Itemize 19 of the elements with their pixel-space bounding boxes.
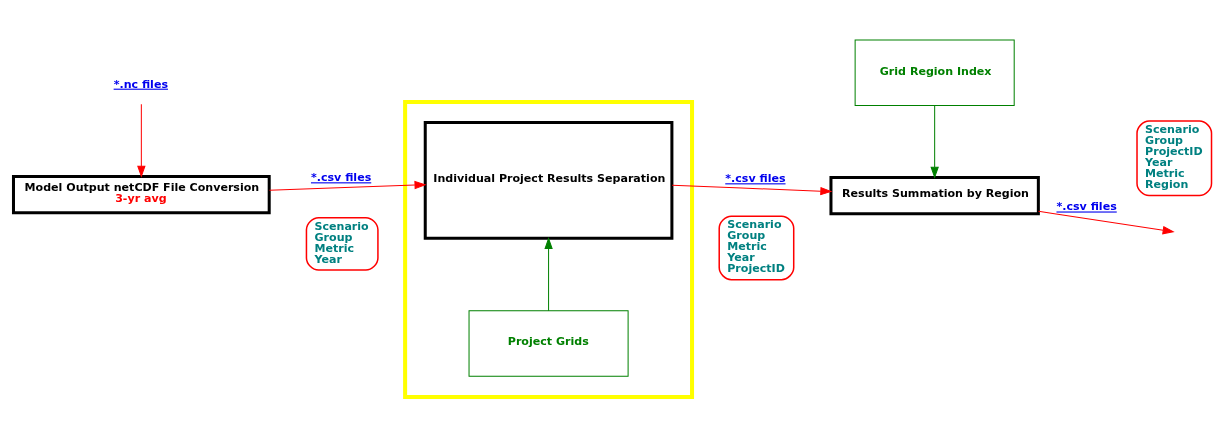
edge-label: *.csv files xyxy=(725,171,786,185)
node-box: Individual Project Results Separation xyxy=(423,120,674,240)
node-box: Scenario Group ProjectID Year Metric Region xyxy=(1136,119,1213,196)
node-text: *.nc files xyxy=(113,77,169,91)
node-box: Grid Region Index xyxy=(854,39,1015,106)
edge-label: *.csv files xyxy=(1056,199,1117,213)
arrow xyxy=(544,236,553,311)
node-box: Scenario Group Metric Year xyxy=(305,216,379,271)
node-box: Model Output netCDF File Conversion 3-yr avg xyxy=(12,174,271,214)
arrow xyxy=(1038,210,1175,234)
node-box: Scenario Group Metric Year ProjectID xyxy=(718,214,795,280)
node-box: Results Summation by Region xyxy=(829,175,1040,215)
cluster xyxy=(403,99,695,399)
arrow xyxy=(137,103,146,178)
arrow xyxy=(671,184,833,195)
node-box: Project Grids xyxy=(468,309,629,377)
arrow xyxy=(268,180,427,191)
arrow xyxy=(930,104,939,179)
edge-label: *.csv files xyxy=(310,170,372,184)
